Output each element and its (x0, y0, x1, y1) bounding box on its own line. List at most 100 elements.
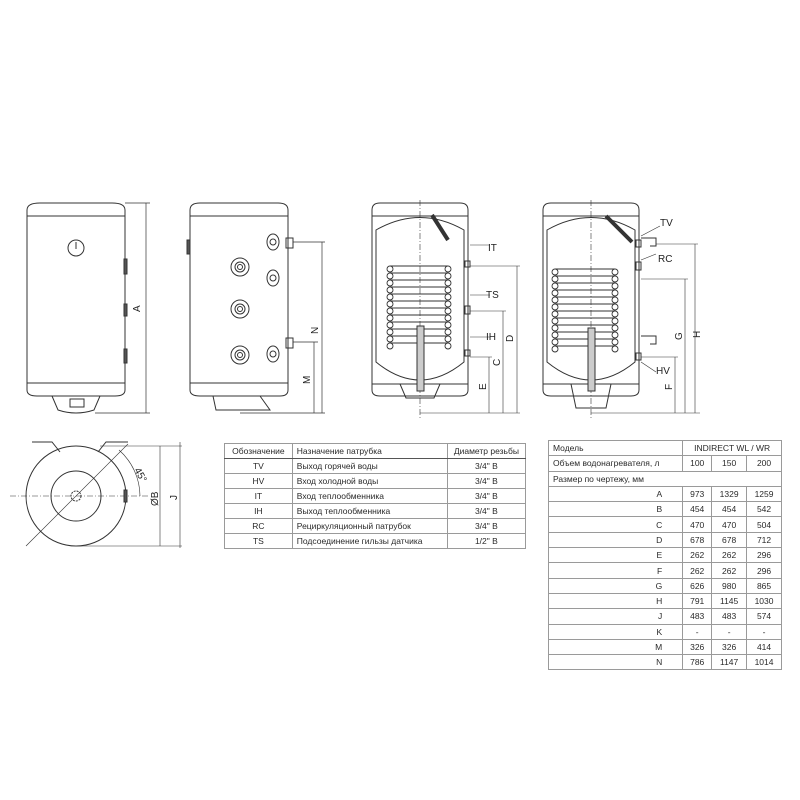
cell-thread: 1/2" B (446, 533, 527, 549)
dim-value: 1259 (746, 485, 782, 503)
top-view: 45° ØB J (10, 441, 182, 548)
dim-letter: G (547, 577, 684, 594)
conn-label-TV: TV (660, 218, 673, 229)
heat-exchanger-coil (386, 265, 452, 350)
cell-code: IH (224, 503, 293, 519)
size-label-row: Размер по чертежу, мм (548, 470, 782, 487)
dim-value: 470 (711, 516, 748, 533)
dim-label-J: J (169, 495, 180, 500)
cell-purpose: Рециркуляционный патрубок (291, 518, 448, 534)
dim-value: 296 (746, 547, 782, 564)
table-row: TV Выход горячей воды 3/4" B (224, 458, 527, 474)
size-label: Размер по чертежу, мм (548, 470, 782, 487)
table-row: IH Выход теплообменника 3/4" B (224, 503, 527, 519)
dim-value: 1145 (711, 592, 748, 610)
dimensions-table: Модель INDIRECT WL / WR Объем водонагрев… (547, 439, 782, 671)
cell-code: HV (224, 473, 293, 489)
dim-letter: B (547, 501, 684, 518)
dim-value: 1147 (711, 654, 748, 671)
dim-value: 454 (711, 501, 748, 518)
conn-label-IH: IH (486, 332, 496, 343)
dim-value: 1014 (746, 654, 782, 671)
model-row: Модель INDIRECT WL / WR (547, 439, 782, 457)
dim-label-M: M (302, 376, 313, 384)
dim-value: 791 (682, 592, 713, 610)
dim-value: - (711, 623, 748, 640)
dim-letter: H (547, 592, 684, 610)
section-view-1: IT TS IH D C E (371, 200, 520, 420)
conn-label-IT: IT (488, 243, 497, 254)
dim-value: 980 (711, 577, 748, 594)
dim-value: 786 (682, 654, 713, 671)
dim-letter: D (547, 531, 684, 549)
cell-thread: 3/4" B (446, 458, 527, 474)
volume-200: 200 (746, 455, 782, 472)
header-thread: Диаметр резьбы (446, 443, 527, 459)
angle-label-45: 45° (131, 466, 148, 485)
section-view-2: TV RC HV H G F (542, 200, 703, 420)
dim-label-D: D (505, 335, 516, 342)
connection-fittings (230, 233, 280, 365)
dim-value: 712 (746, 531, 782, 549)
dim-value: 470 (682, 516, 713, 533)
dim-letter: A (547, 485, 684, 503)
cell-code: TV (224, 458, 293, 474)
header-purpose: Назначение патрубка (291, 443, 448, 459)
dim-value: 262 (711, 547, 748, 564)
table-row: TS Подсоединение гильзы датчика 1/2" B (224, 533, 527, 549)
dim-value: 542 (746, 501, 782, 518)
dim-value: 1030 (746, 592, 782, 610)
dim-label-G: G (674, 332, 685, 340)
cell-purpose: Выход горячей воды (291, 458, 448, 474)
model-label: Модель (547, 439, 684, 457)
cell-thread: 3/4" B (446, 488, 527, 504)
volume-100: 100 (682, 455, 713, 472)
dim-letter: C (547, 516, 684, 533)
conn-label-TS: TS (486, 290, 499, 301)
cell-thread: 3/4" B (446, 503, 527, 519)
dim-value: - (682, 623, 713, 640)
dim-value: 504 (746, 516, 782, 533)
cell-purpose: Выход теплообменника (291, 503, 448, 519)
cell-code: IT (224, 488, 293, 504)
table-row: RC Рециркуляционный патрубок 3/4" B (224, 518, 527, 534)
model-name: INDIRECT WL / WR (682, 439, 782, 457)
side-view: N M (186, 202, 325, 414)
dim-value: 326 (711, 638, 748, 656)
connections-table: Обозначение Назначение патрубка Диаметр … (224, 443, 527, 549)
dim-value: 865 (746, 577, 782, 594)
cell-purpose: Вход холодной воды (291, 473, 448, 489)
dim-value: 1329 (711, 485, 748, 503)
volume-150: 150 (711, 455, 748, 472)
dim-value: 414 (746, 638, 782, 656)
dim-value: 678 (682, 531, 713, 549)
dim-value: 296 (746, 562, 782, 579)
volume-row: Объем водонагревателя, л 100 150 200 (547, 455, 782, 472)
cell-purpose: Подсоединение гильзы датчика (291, 533, 448, 549)
power-indicator-icon (67, 239, 85, 257)
dim-letter: J (547, 608, 684, 625)
dim-value: 454 (682, 501, 713, 518)
dim-label-N: N (310, 327, 321, 334)
dim-value: 483 (711, 608, 748, 625)
dim-value: 678 (711, 531, 748, 549)
dim-letter: N (547, 654, 684, 671)
conn-label-RC: RC (658, 254, 672, 265)
dim-label-F: F (664, 384, 675, 390)
dim-label-A: A (132, 305, 143, 312)
cell-thread: 3/4" B (446, 518, 527, 534)
cell-thread: 3/4" B (446, 473, 527, 489)
header-code: Обозначение (224, 443, 293, 459)
dim-letter: F (547, 562, 684, 579)
